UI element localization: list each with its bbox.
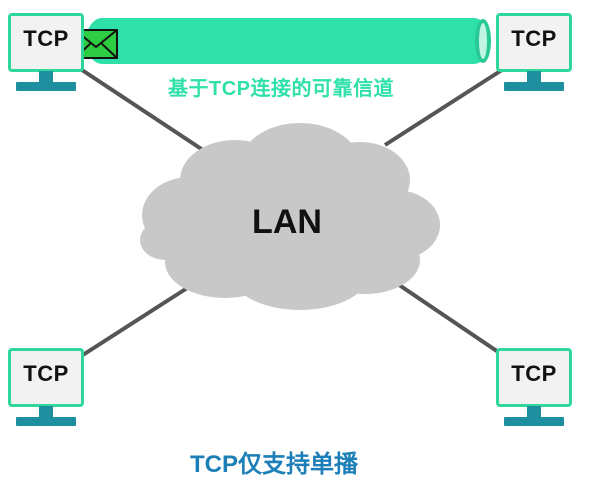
link-top-left <box>80 68 217 160</box>
computer-label: TCP <box>23 26 69 51</box>
monitor-base <box>504 82 564 91</box>
computer-icon: TCP <box>496 348 572 407</box>
reliable-channel-pipe <box>86 18 491 64</box>
link-bottom-left <box>73 281 197 362</box>
computer-label: TCP <box>23 361 69 386</box>
monitor-neck <box>527 406 541 418</box>
computer-label: TCP <box>511 361 557 386</box>
monitor-neck <box>39 406 53 418</box>
computer-bottom-left: TCP <box>8 348 84 426</box>
link-bottom-right <box>378 270 512 362</box>
monitor-neck <box>527 71 541 83</box>
computer-top-right: TCP <box>496 13 572 91</box>
monitor-base <box>504 417 564 426</box>
computer-icon: TCP <box>8 13 84 72</box>
channel-label: 基于TCP连接的可靠信道 <box>168 78 394 100</box>
computer-icon: TCP <box>8 348 84 407</box>
monitor-base <box>16 417 76 426</box>
computer-icon: TCP <box>496 13 572 72</box>
monitor-neck <box>39 71 53 83</box>
computer-top-left: TCP <box>8 13 84 91</box>
monitor-base <box>16 82 76 91</box>
link-top-right <box>383 66 507 147</box>
diagram-caption: TCP仅支持单播 <box>190 451 358 478</box>
cloud-icon <box>140 123 440 310</box>
computer-label: TCP <box>511 26 557 51</box>
lan-label: LAN <box>252 203 322 241</box>
computer-bottom-right: TCP <box>496 348 572 426</box>
